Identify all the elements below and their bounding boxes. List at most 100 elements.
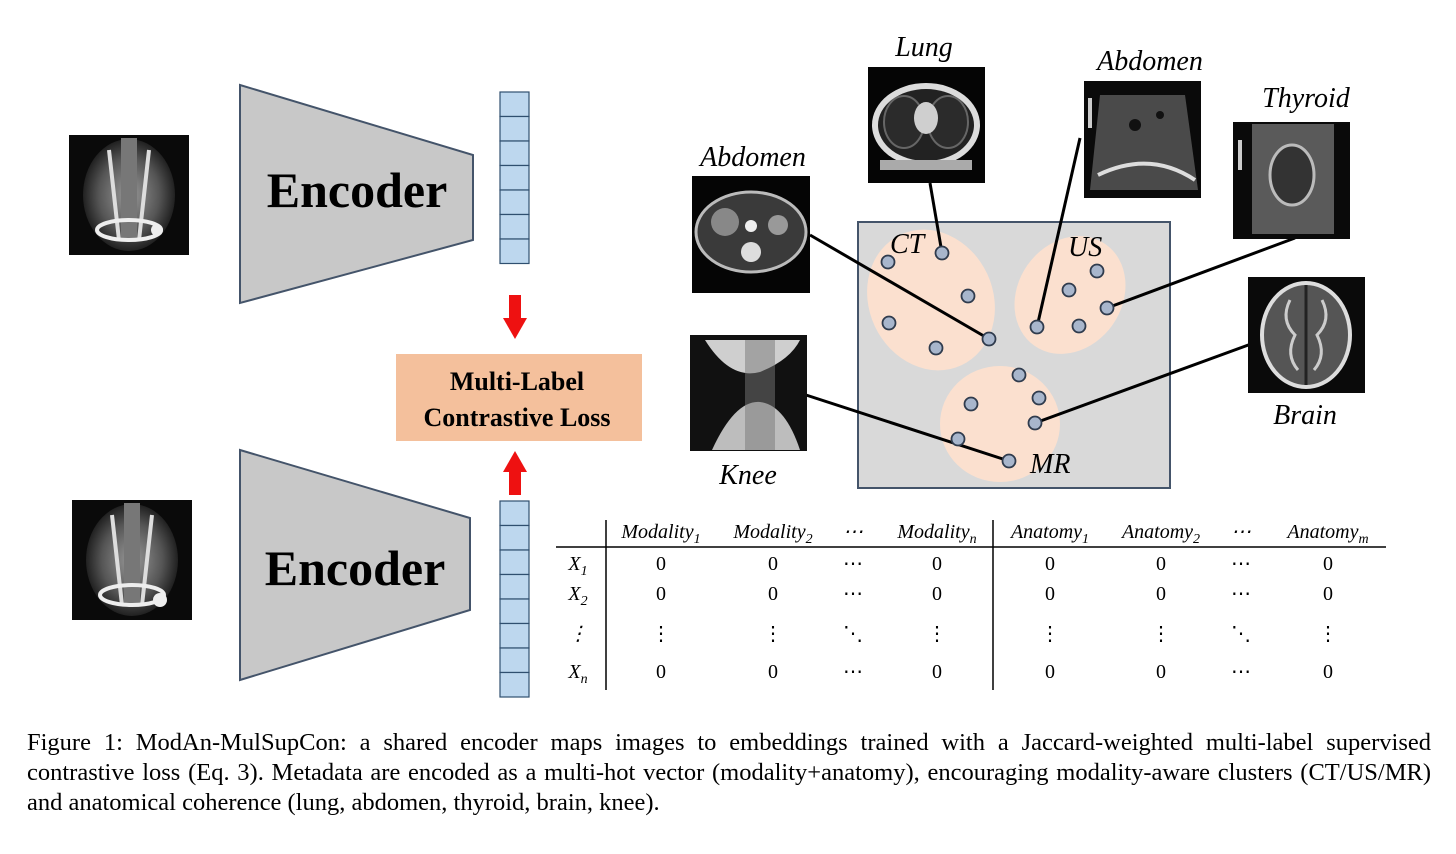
vector-cell (499, 622, 530, 649)
embedding-vector-top (499, 91, 530, 265)
table-cell: 0 (656, 661, 666, 683)
vector-cell (499, 647, 530, 674)
table-header-cell: Modality2 (732, 521, 812, 547)
embedding-point (1031, 390, 1047, 406)
table-cell: ⋮ (1040, 623, 1060, 645)
vector-cell (499, 115, 530, 142)
table-cell: 0 (1323, 583, 1333, 605)
table-cell: ⋮ (651, 623, 671, 645)
table-cell: 0 (1156, 553, 1166, 575)
encoder-bottom-label: Encoder (265, 540, 446, 596)
ct-cluster (867, 229, 995, 371)
embedding-point (1089, 263, 1105, 279)
table-cell: ⋯ (1231, 583, 1251, 605)
table-row-label: ⋮ (568, 623, 588, 645)
down-arrow (503, 295, 527, 339)
input-ct-image-bottom (72, 500, 192, 620)
embedding-point (981, 331, 997, 347)
vector-cell (499, 500, 530, 527)
table-cell: ⋮ (1318, 623, 1338, 645)
table-cell: 0 (1323, 553, 1333, 575)
table-cell: 0 (768, 553, 778, 575)
table-header-cell: Anatomy2 (1120, 521, 1200, 547)
table-cell: 0 (932, 661, 942, 683)
table-cell: ⋯ (1231, 661, 1251, 683)
ct-cluster-label: CT (890, 229, 927, 260)
embedding-point (1071, 318, 1087, 334)
abdomen-ct-image (692, 176, 810, 293)
abdomen-us-image (1084, 81, 1201, 198)
connector-lines (805, 137, 1296, 463)
vector-cell (499, 598, 530, 625)
mr-cluster (940, 366, 1060, 482)
vector-cell (499, 549, 530, 576)
up-arrow (503, 451, 527, 495)
abdomen-us-label: Abdomen (1095, 46, 1203, 77)
table-header-cell: ⋯ (843, 521, 863, 543)
knee-mr-image (690, 335, 807, 451)
mr-cluster-label: MR (1029, 449, 1070, 480)
table-header-cell: Anatomym (1285, 521, 1368, 547)
lung-label: Lung (894, 32, 953, 63)
vector-cell (499, 164, 530, 191)
table-cell: 0 (1323, 661, 1333, 683)
embedding-space-panel (857, 221, 1171, 489)
embedding-point (950, 431, 966, 447)
table-header-cell: Modalityn (896, 521, 976, 547)
table-cell: ⋱ (1231, 623, 1251, 645)
embedding-point (1001, 453, 1017, 469)
vector-cell (499, 189, 530, 216)
contrastive-loss-box: Multi-Label Contrastive Loss (396, 354, 642, 441)
figure-diagram: Encoder Encoder Multi-Label Contrastive … (69, 32, 1386, 698)
vector-cell (499, 91, 530, 118)
table-cell: ⋯ (843, 583, 863, 605)
table-cell: ⋮ (927, 623, 947, 645)
table-cell: ⋯ (843, 661, 863, 683)
table-cell: ⋱ (843, 623, 863, 645)
loss-label-line1: Multi-Label (450, 367, 584, 396)
table-cell: ⋮ (763, 623, 783, 645)
input-ct-image-top (69, 135, 189, 255)
vector-cell (499, 573, 530, 600)
embedding-point (881, 315, 897, 331)
embedding-point (1011, 367, 1027, 383)
encoder-top-label: Encoder (267, 162, 448, 218)
embedding-point (1061, 282, 1077, 298)
table-cell: ⋯ (1231, 553, 1251, 575)
table-cell: 0 (656, 583, 666, 605)
thyroid-label: Thyroid (1262, 83, 1351, 114)
table-cell: 0 (1156, 583, 1166, 605)
us-cluster-label: US (1068, 232, 1102, 263)
vector-cell (499, 524, 530, 551)
encoder-bottom: Encoder (239, 448, 471, 682)
lung-ct-image (868, 67, 985, 183)
figure-caption: Figure 1: ModAn-MulSupCon: a shared enco… (27, 729, 1431, 816)
vector-cell (499, 213, 530, 240)
embedding-point (960, 288, 976, 304)
knee-label: Knee (718, 460, 777, 491)
table-row-label: X2 (567, 583, 587, 609)
table-row-label: X1 (567, 553, 587, 579)
embedding-point (1029, 319, 1045, 335)
abdomen-ct-label: Abdomen (698, 142, 806, 173)
table-cell: 0 (932, 583, 942, 605)
embedding-vector-bottom (499, 500, 530, 698)
table-cell: 0 (656, 553, 666, 575)
table-cell: 0 (1156, 661, 1166, 683)
vector-cell (499, 671, 530, 698)
table-cell: ⋯ (843, 553, 863, 575)
table-cell: 0 (1045, 583, 1055, 605)
embedding-points (880, 245, 1115, 469)
embedding-point (1027, 415, 1043, 431)
table-header-cell: Anatomy1 (1009, 521, 1089, 547)
embedding-point (928, 340, 944, 356)
table-cell: 0 (932, 553, 942, 575)
loss-label-line2: Contrastive Loss (423, 403, 610, 432)
embedding-point (1099, 300, 1115, 316)
brain-mr-image (1248, 277, 1365, 393)
thyroid-us-image (1233, 122, 1350, 239)
encoder-top: Encoder (239, 83, 474, 305)
table-row-label: Xn (567, 661, 587, 687)
table-cell: ⋮ (1151, 623, 1171, 645)
table-header-cell: ⋯ (1231, 521, 1251, 543)
